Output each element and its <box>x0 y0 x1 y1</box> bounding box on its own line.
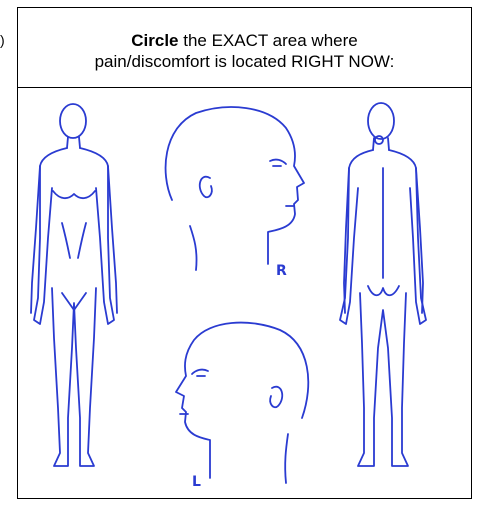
label-left: L <box>192 474 201 490</box>
back-head <box>368 103 394 139</box>
front-arm-left <box>34 166 52 324</box>
head-r-eye <box>270 160 286 166</box>
head-r-neck-back <box>190 226 197 270</box>
back-buttocks <box>368 286 399 295</box>
head-r-outline <box>166 107 304 264</box>
label-right: R <box>276 263 287 279</box>
head-l-ear <box>270 387 282 408</box>
head-l-eye <box>192 370 208 376</box>
front-legs <box>52 288 96 466</box>
head-left-profile[interactable]: L <box>176 323 308 490</box>
back-arm-left <box>340 168 358 324</box>
pain-diagram-panel: Circle the EXACT area where pain/discomf… <box>17 7 472 499</box>
back-body-figure[interactable] <box>340 103 426 466</box>
back-ear <box>375 136 383 144</box>
back-legs <box>358 293 408 466</box>
front-body-figure[interactable] <box>31 104 117 466</box>
edge-glyph: ) <box>0 32 5 48</box>
front-chest <box>53 191 95 198</box>
front-head <box>60 104 86 138</box>
instruction-emphasis: Circle <box>131 31 178 50</box>
head-l-outline <box>176 323 308 478</box>
instruction-line-1: Circle the EXACT area where <box>18 30 471 51</box>
front-arm-right <box>96 166 114 324</box>
head-right-profile[interactable]: R <box>166 107 304 279</box>
instruction-line-1-rest: the EXACT area where <box>179 31 358 50</box>
front-torso <box>31 148 117 313</box>
instruction-line-2: pain/discomfort is located RIGHT NOW: <box>18 51 471 72</box>
front-abdomen <box>62 223 86 258</box>
head-l-neck-back <box>285 434 288 483</box>
head-r-ear <box>200 177 212 198</box>
instruction-header: Circle the EXACT area where pain/discomf… <box>18 8 471 88</box>
body-diagram[interactable]: R L <box>18 88 470 498</box>
